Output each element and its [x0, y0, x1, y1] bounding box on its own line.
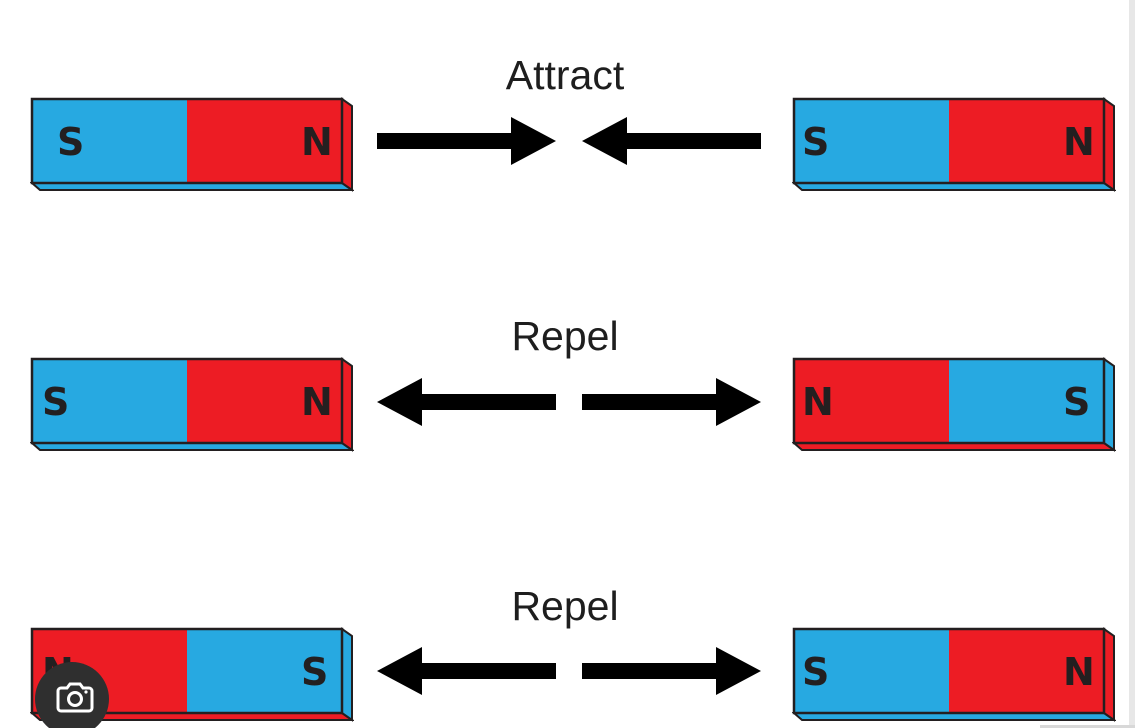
pole-letter: S [301, 650, 328, 694]
south-pole [187, 629, 342, 713]
repel-label: Repel [511, 583, 619, 629]
north-pole [187, 99, 342, 183]
arrow-right [377, 116, 557, 166]
pole-letter: N [301, 380, 333, 424]
south-pole [32, 359, 187, 443]
arrow-left [377, 377, 557, 427]
attract-label: Attract [505, 52, 625, 98]
pole-letter: S [1063, 380, 1090, 424]
pole-letter: N [1063, 650, 1095, 694]
arrow-left-icon [582, 117, 761, 165]
pole-letter: S [802, 120, 829, 164]
pole-letter: S [57, 120, 84, 164]
magnet-row2-right: N S [792, 357, 1116, 453]
pole-letter: N [802, 380, 834, 424]
arrow-right [582, 377, 762, 427]
pole-letter: N [1063, 120, 1095, 164]
pole-letter: S [802, 650, 829, 694]
arrow-left-icon [377, 378, 556, 426]
north-pole [187, 359, 342, 443]
arrow-right-icon [582, 378, 761, 426]
arrow-left [582, 116, 762, 166]
south-pole [32, 99, 187, 183]
magnet-row3-right: S N [792, 627, 1116, 723]
pole-letter: S [42, 380, 69, 424]
arrow-right-icon [582, 647, 761, 695]
page-right-edge [1129, 0, 1135, 728]
arrow-right-icon [377, 117, 556, 165]
repel-label: Repel [511, 313, 619, 359]
arrow-right [582, 646, 762, 696]
page-bottom-edge [1040, 725, 1135, 728]
arrow-left-icon [377, 647, 556, 695]
arrow-left [377, 646, 557, 696]
south-pole [949, 359, 1104, 443]
magnet-row2-left: S N [30, 357, 354, 453]
magnet-side-face [341, 97, 353, 192]
google-lens-button[interactable] [35, 662, 109, 728]
north-pole [949, 629, 1104, 713]
magnet-row1-left: S N [30, 97, 354, 193]
south-pole [794, 629, 949, 713]
google-lens-icon [56, 682, 94, 713]
north-pole [794, 359, 949, 443]
pole-letter: N [301, 120, 333, 164]
magnet-row1-right: S N [792, 97, 1116, 193]
north-pole [949, 99, 1104, 183]
south-pole [794, 99, 949, 183]
